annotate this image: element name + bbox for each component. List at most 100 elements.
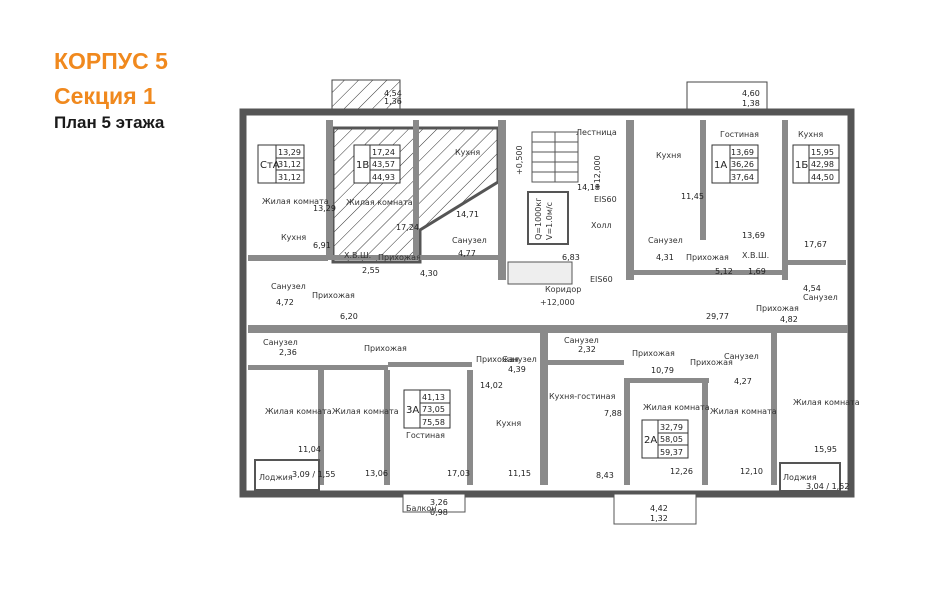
- svg-text:31,12: 31,12: [278, 173, 301, 182]
- svg-text:4,77: 4,77: [458, 249, 476, 258]
- room-labels: Жилая комната 13,29 Кухня 6,91 Санузел 4,72…: [259, 128, 860, 491]
- svg-text:1А: 1А: [714, 160, 727, 171]
- svg-text:Санузел: Санузел: [502, 355, 537, 364]
- svg-text:Кухня: Кухня: [496, 419, 521, 428]
- svg-text:Жилая комната: Жилая комната: [332, 407, 399, 416]
- svg-text:1Б: 1Б: [795, 160, 808, 171]
- section-title: Секция 1: [54, 83, 156, 109]
- svg-text:Жилая комната: Жилая комната: [710, 407, 777, 416]
- svg-text:11,15: 11,15: [508, 469, 531, 478]
- svg-text:15,95: 15,95: [814, 445, 837, 454]
- svg-text:13,06: 13,06: [365, 469, 388, 478]
- svg-text:17,03: 17,03: [447, 469, 470, 478]
- svg-text:Прихожая: Прихожая: [632, 349, 675, 358]
- svg-text:75,58: 75,58: [422, 418, 445, 427]
- svg-text:3,04 / 1,52: 3,04 / 1,52: [806, 482, 849, 491]
- svg-text:Прихожая: Прихожая: [364, 344, 407, 353]
- svg-text:8,43: 8,43: [596, 471, 614, 480]
- apartment-box: 1А 13,69 36,26 37,64: [711, 144, 759, 184]
- svg-text:Кухня: Кухня: [455, 148, 480, 157]
- svg-text:6,83: 6,83: [562, 253, 580, 262]
- balcony-area: 0,98: [430, 508, 448, 517]
- svg-text:44,50: 44,50: [811, 173, 834, 182]
- svg-text:4,54: 4,54: [803, 284, 821, 293]
- svg-text:4,27: 4,27: [734, 377, 752, 386]
- svg-text:Санузел: Санузел: [564, 336, 599, 345]
- svg-text:32,79: 32,79: [660, 423, 683, 432]
- elevation-mark: +12,000: [593, 155, 602, 190]
- svg-text:7,88: 7,88: [604, 409, 622, 418]
- svg-text:17,24: 17,24: [372, 148, 395, 157]
- balcony-top-right: [686, 81, 768, 113]
- balcony-area: 4,42: [650, 504, 668, 513]
- svg-text:11,04: 11,04: [298, 445, 321, 454]
- svg-text:Лестница: Лестница: [576, 128, 617, 137]
- svg-text:Санузел: Санузел: [648, 236, 683, 245]
- svg-text:Санузел: Санузел: [263, 338, 298, 347]
- svg-text:3,09 / 1,55: 3,09 / 1,55: [292, 470, 335, 479]
- svg-text:Гостиная: Гостиная: [406, 431, 445, 440]
- balcony-area: 1,38: [742, 99, 760, 108]
- svg-text:4,82: 4,82: [780, 315, 798, 324]
- svg-text:Прихожая: Прихожая: [690, 358, 733, 367]
- svg-text:29,77: 29,77: [706, 312, 729, 321]
- svg-text:44,93: 44,93: [372, 173, 395, 182]
- apartment-box: СтА 13,29 31,12 31,12: [257, 144, 305, 184]
- svg-text:4,31: 4,31: [656, 253, 674, 262]
- svg-text:Кухня: Кухня: [656, 151, 681, 160]
- svg-text:Санузел: Санузел: [271, 282, 306, 291]
- loggia-left: [254, 459, 320, 491]
- elevator-capacity: Q=1000кг: [534, 198, 543, 240]
- central-wall-band: [248, 325, 848, 333]
- svg-text:73,05: 73,05: [422, 405, 445, 414]
- balcony-area: 1,32: [650, 514, 668, 523]
- stair-block: [507, 131, 579, 285]
- svg-text:13,29: 13,29: [313, 204, 336, 213]
- svg-text:Санузел: Санузел: [803, 293, 838, 302]
- svg-text:14,02: 14,02: [480, 381, 503, 390]
- svg-text:Кухня: Кухня: [798, 130, 823, 139]
- svg-text:59,37: 59,37: [660, 448, 683, 457]
- svg-text:15,95: 15,95: [811, 148, 834, 157]
- svg-text:Холл: Холл: [591, 221, 612, 230]
- balcony-bottom-center: [402, 493, 466, 513]
- svg-text:Прихожая: Прихожая: [686, 253, 729, 262]
- apartment-box: 1В 17,24 43,57 44,93: [353, 144, 401, 184]
- svg-text:36,26: 36,26: [731, 160, 754, 169]
- apartment-box: 1Б 15,95 42,98 44,50: [792, 144, 840, 184]
- svg-text:Х.В.Ш.: Х.В.Ш.: [742, 251, 769, 260]
- svg-text:42,98: 42,98: [811, 160, 834, 169]
- elevation-mark: +12,000: [540, 298, 575, 307]
- svg-text:6,20: 6,20: [340, 312, 358, 321]
- svg-text:3А: 3А: [406, 405, 419, 416]
- svg-text:13,69: 13,69: [731, 148, 754, 157]
- svg-text:6,91: 6,91: [313, 241, 331, 250]
- svg-text:2,55: 2,55: [362, 266, 380, 275]
- fire-door-label: EIS60: [594, 195, 617, 204]
- svg-text:Лоджия: Лоджия: [259, 473, 293, 482]
- svg-text:2,32: 2,32: [578, 345, 596, 354]
- svg-text:Лоджия: Лоджия: [783, 473, 817, 482]
- svg-text:Санузел: Санузел: [724, 352, 759, 361]
- svg-text:4,30: 4,30: [420, 269, 438, 278]
- elevator-speed: V=1.0м/с: [545, 202, 554, 240]
- svg-text:Прихожая: Прихожая: [312, 291, 355, 300]
- balcony-top-left: [331, 79, 401, 113]
- svg-text:14,18: 14,18: [577, 183, 600, 192]
- svg-text:17,24: 17,24: [396, 223, 419, 232]
- svg-text:5,12: 5,12: [715, 267, 733, 276]
- balcony-area: 4,54: [384, 89, 402, 98]
- svg-text:17,67: 17,67: [804, 240, 827, 249]
- svg-text:Прихожая: Прихожая: [378, 253, 421, 262]
- loggia-right: [779, 462, 841, 492]
- elevation-mark: +0,500: [515, 145, 524, 175]
- balcony-area: 1,36: [384, 97, 402, 106]
- balcony-area: 4,60: [742, 89, 760, 98]
- svg-text:11,45: 11,45: [681, 192, 704, 201]
- elevator-shaft: [527, 191, 569, 245]
- svg-text:4,72: 4,72: [276, 298, 294, 307]
- svg-text:14,71: 14,71: [456, 210, 479, 219]
- svg-text:Жилая комната: Жилая комната: [346, 198, 413, 207]
- svg-text:31,12: 31,12: [278, 160, 301, 169]
